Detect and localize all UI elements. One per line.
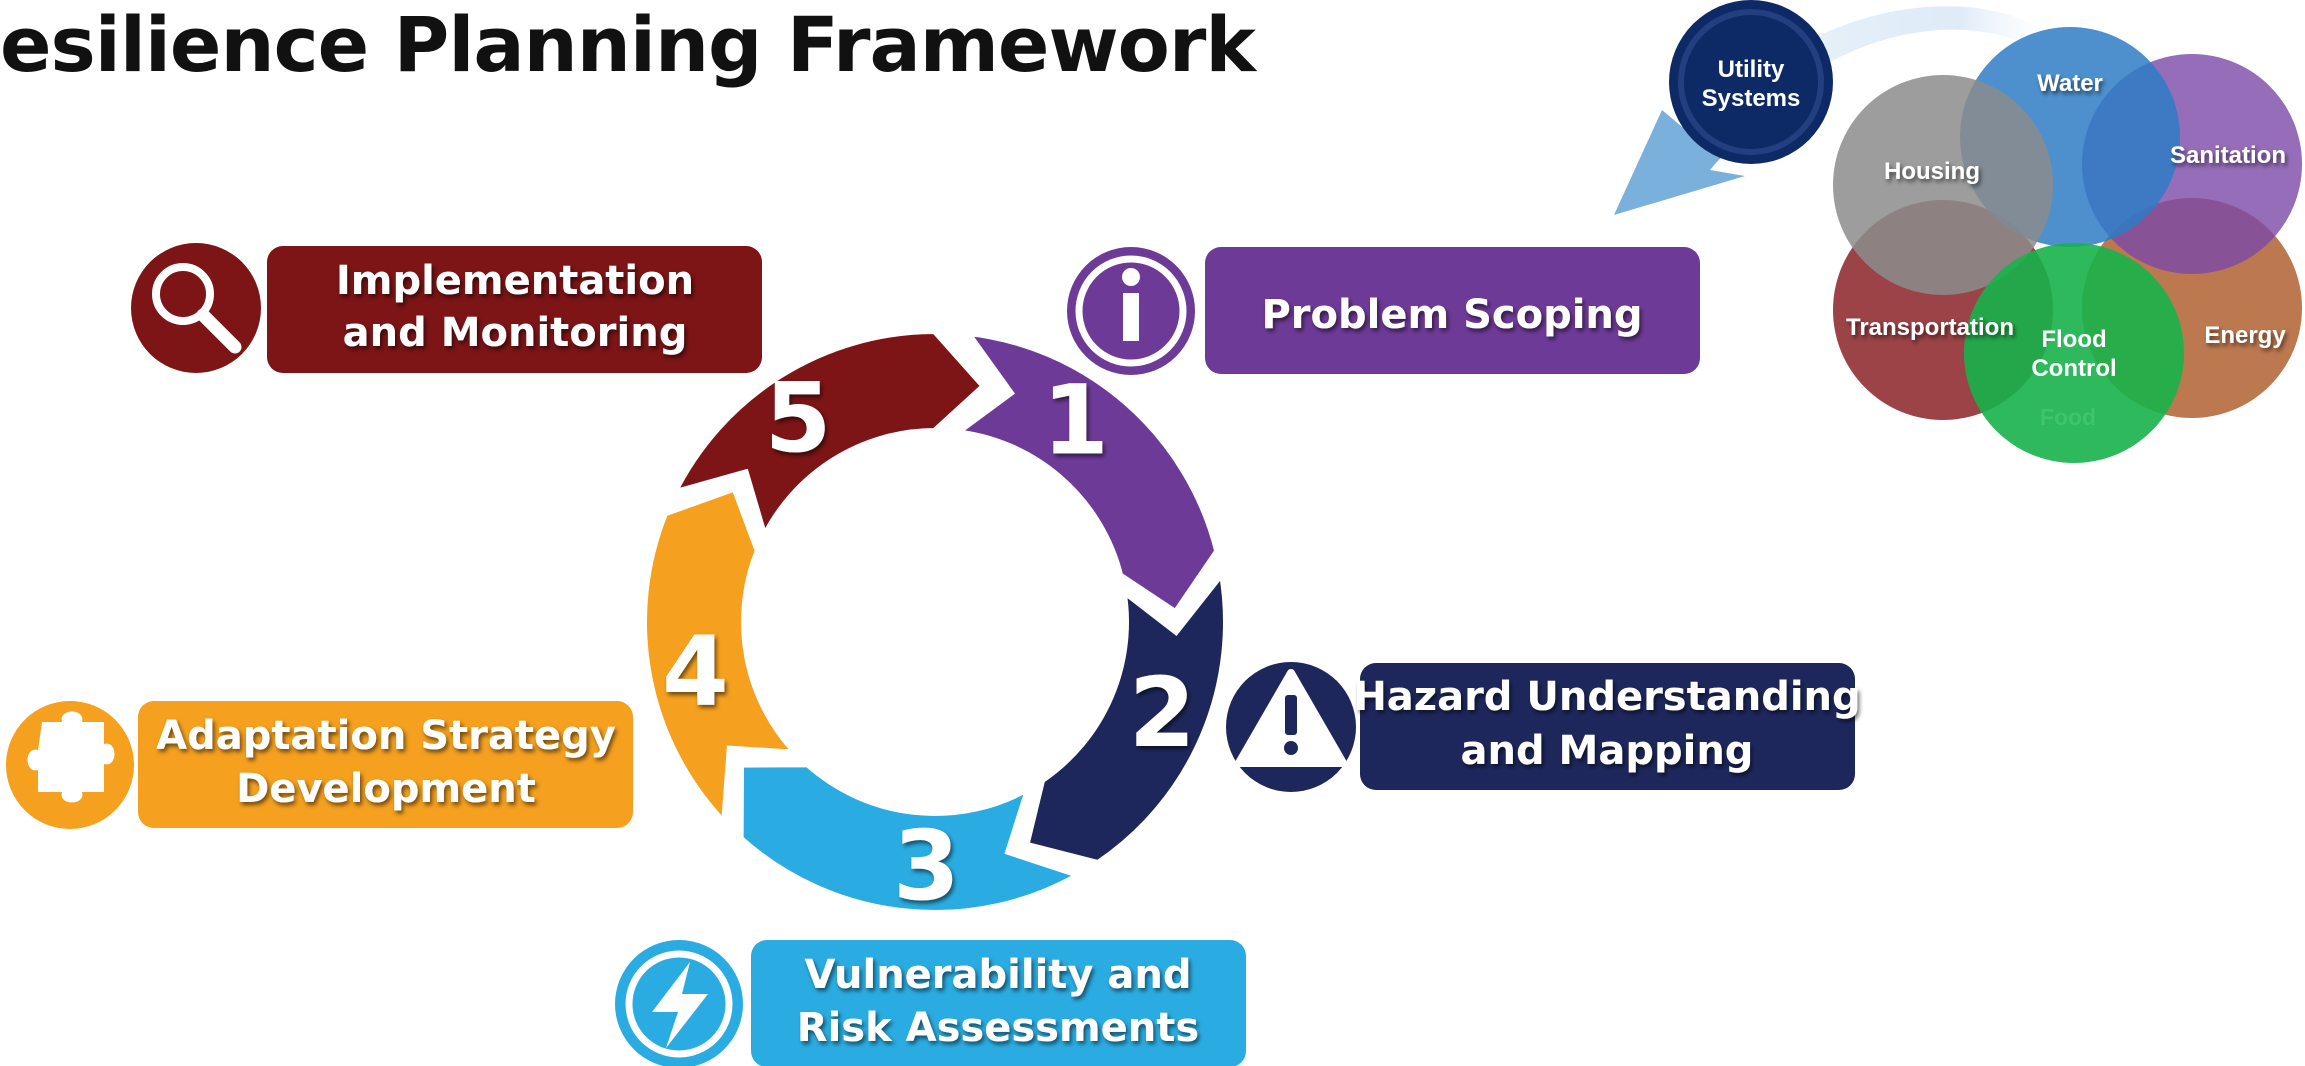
utility-systems-hub-ring xyxy=(1678,9,1824,155)
step-2-label-line2: and Mapping xyxy=(1461,728,1754,774)
step-1-label: Problem Scoping xyxy=(1261,292,1642,338)
info-icon-dot xyxy=(1122,268,1140,286)
step-3: Vulnerability and Risk Assessments xyxy=(615,940,1246,1066)
cycle-number-3: 3 xyxy=(893,810,960,922)
step-3-label-box xyxy=(751,940,1246,1066)
cycle-segment-4 xyxy=(639,482,809,835)
lightning-icon-ring xyxy=(625,950,733,1058)
cycle-number-2: 2 xyxy=(1129,657,1196,769)
cycle-number-4: 4 xyxy=(662,616,729,728)
step-5-label-line2: and Monitoring xyxy=(343,310,688,356)
venn-label-transportation: Transportation xyxy=(1846,314,2014,341)
venn-label-housing: Housing xyxy=(1884,158,1980,185)
step-4-label-box xyxy=(138,701,633,828)
hub-label-line2: Systems xyxy=(1702,85,1801,112)
warning-icon-mark xyxy=(1285,695,1297,735)
lightning-icon xyxy=(652,962,708,1048)
step-5-label-line1: Implementation xyxy=(336,258,694,304)
step-4-label-line1: Adaptation Strategy xyxy=(156,713,616,759)
cycle-segment-5 xyxy=(665,325,991,550)
cycle-number-5: 5 xyxy=(765,362,832,474)
step-1-label-box xyxy=(1205,247,1700,374)
magnifier-icon xyxy=(196,308,242,354)
utility-venn: Utility Systems Water Housing Sanitation… xyxy=(1614,0,2302,463)
page-title: esilience Planning Framework xyxy=(0,0,1256,89)
cycle-segment-3 xyxy=(735,759,1091,918)
step-4: Adaptation Strategy Development xyxy=(6,701,633,829)
venn-label-energy: Energy xyxy=(2204,322,2286,349)
venn-label-flood-control-line2: Control xyxy=(2031,355,2116,382)
step-5: Implementation and Monitoring xyxy=(131,243,762,373)
step-1: Problem Scoping xyxy=(1067,247,1700,375)
venn-label-sanitation: Sanitation xyxy=(2170,142,2286,169)
cycle-number-1: 1 xyxy=(1042,364,1109,476)
step-3-label-line2: Risk Assessments xyxy=(797,1005,1199,1051)
hub-label-line1: Utility xyxy=(1718,56,1785,83)
curved-arrow-band xyxy=(1810,6,2060,62)
venn-circle-housing xyxy=(1833,75,2053,295)
step-3-label-line1: Vulnerability and xyxy=(804,952,1191,998)
venn-label-food: Food xyxy=(2040,404,2096,430)
cycle-segment-1 xyxy=(944,326,1223,620)
info-icon xyxy=(1075,255,1187,367)
step-2-label-line1: Hazard Understanding xyxy=(1353,674,1860,720)
puzzle-icon xyxy=(27,711,115,803)
venn-label-water: Water xyxy=(2037,70,2103,97)
step-5-label-box xyxy=(267,246,762,373)
step-4-label-line2: Development xyxy=(236,766,536,812)
cycle-ring-segments: 1 2 3 4 5 xyxy=(639,325,1231,922)
utility-systems-hub xyxy=(1669,0,1833,164)
magnifier-icon-lens xyxy=(152,263,214,325)
magnifier-icon-circle xyxy=(131,243,261,373)
venn-label-flood-control-line1: Flood xyxy=(2041,326,2106,353)
step-2: Hazard Understanding and Mapping xyxy=(1226,662,1861,792)
warning-icon-dot xyxy=(1284,741,1298,755)
info-icon-stem xyxy=(1123,293,1139,341)
venn-circle-flood-control xyxy=(1964,243,2184,463)
cycle-segment-2 xyxy=(1020,561,1231,869)
step-2-label-box xyxy=(1360,663,1855,790)
